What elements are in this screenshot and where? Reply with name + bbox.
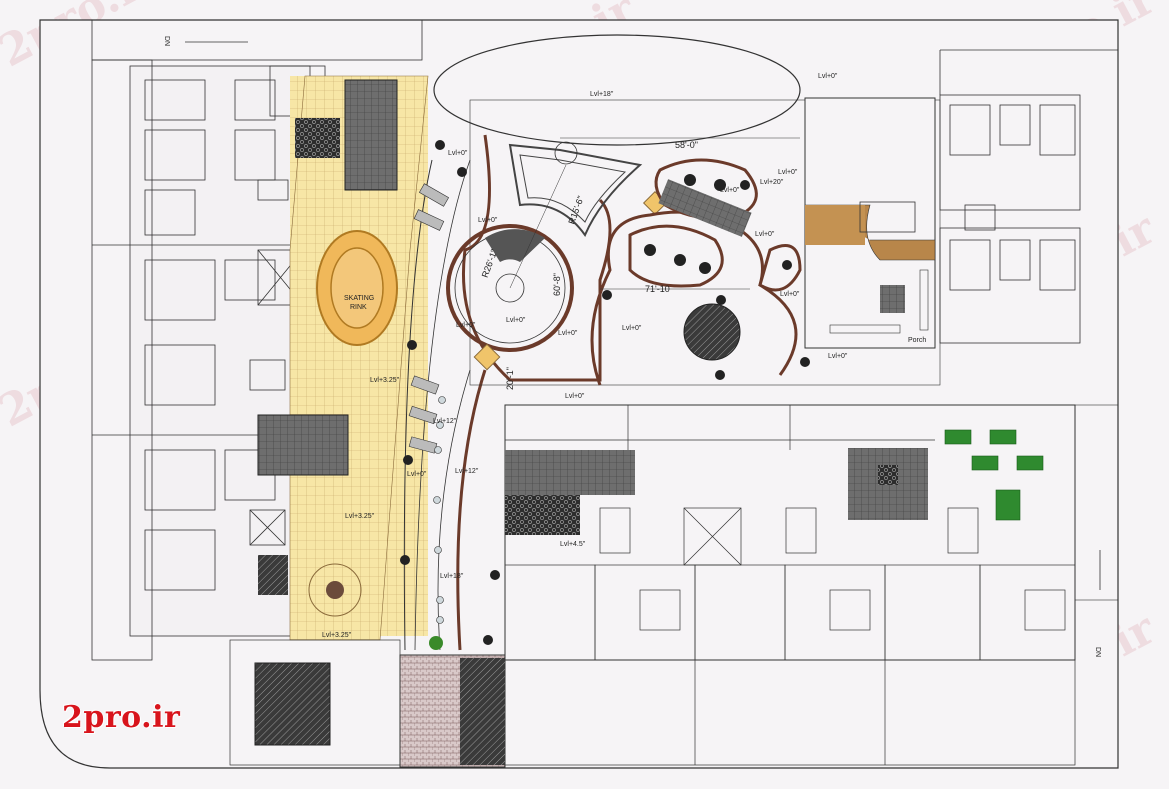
level-label: Lvl+0" xyxy=(558,330,578,337)
round-plaza xyxy=(446,224,574,352)
rink-label: RINK xyxy=(350,304,367,311)
level-label: Lvl+0" xyxy=(622,325,642,332)
porch-label: Porch xyxy=(908,337,926,344)
hatched-patch xyxy=(258,555,288,595)
hall-counter xyxy=(829,324,901,334)
walkway-edge-right xyxy=(437,369,471,651)
level-label: Lvl+0" xyxy=(478,217,498,224)
seating-circle xyxy=(308,563,362,617)
gravel-patch xyxy=(295,118,340,158)
planter-gray-top xyxy=(344,79,398,191)
lower-plant-right xyxy=(878,465,898,485)
bottom-garden-plot xyxy=(254,662,331,746)
compass-marker xyxy=(554,141,578,165)
level-label: Lvl+20" xyxy=(760,179,784,186)
walkway-border-brown xyxy=(456,369,487,651)
level-label: Lvl+0" xyxy=(818,73,838,80)
level-label: Lvl+0" xyxy=(565,393,585,400)
fountain-center xyxy=(326,581,344,599)
brand-logo: 2pro.ir xyxy=(62,700,181,735)
walkway-lamps xyxy=(433,396,446,624)
oval-amphitheatre xyxy=(433,34,801,146)
green-lawns xyxy=(944,429,1044,521)
level-label: Lvl+0" xyxy=(778,169,798,176)
level-label: Lvl+12" xyxy=(433,418,457,425)
walkway-edge-mid xyxy=(414,159,471,651)
level-label: Lvl+0" xyxy=(448,150,468,157)
lower-gravel xyxy=(505,495,580,535)
skating-rink-inner xyxy=(330,247,384,329)
dimension-20: 20'-1" xyxy=(505,367,515,390)
level-label: Lvl+0" xyxy=(720,187,740,194)
garden-shrubs xyxy=(602,174,810,380)
hall-plant xyxy=(880,285,905,313)
walkway-benches xyxy=(408,183,450,454)
diamond-planter xyxy=(473,343,501,371)
level-label: Lvl+0" xyxy=(755,231,775,238)
left-residential-block xyxy=(91,19,423,661)
dimension-60: 60'-8" xyxy=(552,273,562,296)
planter-gray-mid xyxy=(257,414,349,476)
level-label: Lvl+18" xyxy=(590,91,614,98)
level-label: Lvl+0" xyxy=(506,317,526,324)
right-residential-block xyxy=(859,49,1118,344)
level-label: Lvl+0" xyxy=(456,322,476,329)
level-label: Lvl+3.25" xyxy=(370,377,400,384)
level-label: Lvl+0" xyxy=(828,353,848,360)
round-plaza-center xyxy=(495,273,525,303)
level-label: Lvl+0" xyxy=(780,291,800,298)
level-label: Lvl+12" xyxy=(455,468,479,475)
lower-units xyxy=(504,405,1076,661)
round-plaza-seat xyxy=(485,229,545,262)
north-label-top: DN xyxy=(163,36,170,46)
level-label: Lvl+0" xyxy=(407,471,427,478)
level-label: Lvl+3.25" xyxy=(345,513,375,520)
garden-bed-right xyxy=(758,244,802,292)
right-ramp xyxy=(1074,404,1119,601)
hall-bench xyxy=(919,269,929,331)
walkway-trees xyxy=(400,140,500,645)
level-label: Lvl+18" xyxy=(440,573,464,580)
round-feature xyxy=(683,303,741,361)
dimension-71: 71'-10 xyxy=(645,284,670,294)
level-label: Lvl+4.5" xyxy=(560,541,586,548)
level-label: Lvl+3.25" xyxy=(322,632,352,639)
lower-planter-dark xyxy=(505,450,635,495)
garden-walk xyxy=(658,179,752,237)
star-planter-inner xyxy=(519,154,627,223)
radius-line xyxy=(509,164,567,289)
entrance-dark-paving xyxy=(460,658,505,765)
star-planter xyxy=(508,143,643,238)
entrance-plant xyxy=(429,636,443,650)
dimension-58: 58'-0" xyxy=(675,140,698,150)
hall-wood-floor xyxy=(805,205,865,245)
skating-label: SKATING xyxy=(344,295,374,302)
north-label-bottom: DN xyxy=(1094,647,1101,657)
